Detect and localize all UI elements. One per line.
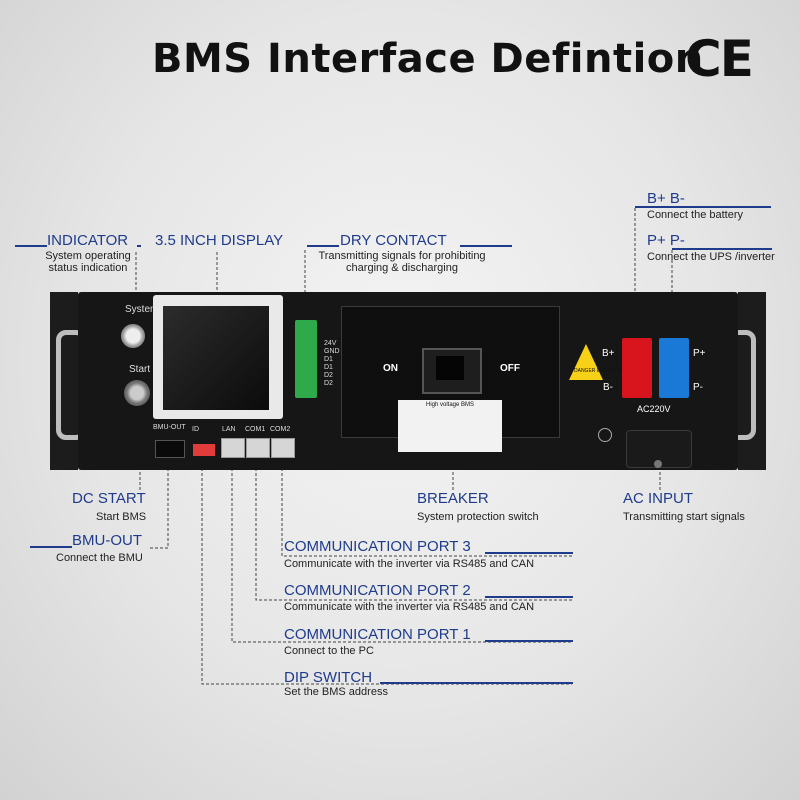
bmu-out-leader [150,458,169,549]
display-label: 3.5 INCH DISPLAY [155,232,284,249]
breaker-desc: System protection switch [417,511,539,523]
screw [654,460,662,468]
bmu-out-port[interactable] [155,440,185,458]
com2-port[interactable] [271,438,295,458]
dry-contact-pin-labels: 24V GND D1 D1 D2 D2 [324,340,340,388]
bplus-bminus-desc: Connect the battery [647,209,744,221]
bmu-out-label: BMU-OUT [72,532,142,549]
pin-label: 24V [324,340,337,347]
indicator-desc-line: System operating [45,250,131,262]
breaker-toggle[interactable] [436,356,464,380]
com3-desc: Communicate with the inverter via RS485 … [284,558,535,570]
bmu-out-desc: Connect the BMU [56,552,143,564]
pplus-pminus-label: P+ P- [647,232,685,249]
pin-label: D2 [324,380,333,387]
pplus-label: P+ [693,348,706,359]
com1-desc: Connect to the PC [284,645,374,657]
dry-contact-desc-line: Transmitting signals for prohibiting [318,250,486,262]
com2-desc: Communicate with the inverter via RS485 … [284,601,535,613]
dry-contact-label: DRY CONTACT [340,232,447,249]
dry-contact-bar [307,245,339,247]
com2-bar [485,596,573,598]
com3-label: COMMUNICATION PORT 3 [284,538,471,555]
lcd-screen [163,306,269,410]
dip-bar [380,682,573,684]
breaker-label: BREAKER [417,490,489,507]
ac-label: AC220V [637,404,671,414]
bplus-bar [635,206,771,208]
pplus-pminus-desc: Connect the UPS /inverter [647,251,775,263]
com1-leader [231,458,572,643]
breaker-nameplate: High voltage BMS [398,400,502,452]
dry-contact-desc-line: charging & discharging [346,262,458,274]
breaker-on-label: ON [383,363,398,374]
bplus-bminus-connector[interactable] [622,338,652,398]
lan-label: LAN [222,426,236,433]
pminus-label: P- [693,382,703,393]
pin-label: D1 [324,364,333,371]
bmu-out-bar [30,546,72,548]
com1-label: COM1 [245,426,266,433]
pin-label: D2 [324,372,333,379]
indicator-desc-line: status indication [48,262,128,274]
pin-label: GND [324,348,340,355]
com2-label: COM2 [270,426,291,433]
ac-input-label: AC INPUT [623,490,694,507]
com3-bar [485,552,573,554]
left-rack-ear [50,292,78,470]
dry-contact-terminal [295,320,317,398]
com1-port[interactable] [246,438,270,458]
start-button[interactable] [124,380,150,406]
dip-desc: Set the BMS address [284,686,388,698]
pplus-bar [672,248,772,250]
dry-contact-desc: Transmitting signals for prohibiting cha… [310,250,494,274]
com3-leader [281,458,572,557]
pplus-pminus-connector[interactable] [659,338,689,398]
ground-icon [598,428,612,442]
bmu-out-port-label: BMU-OUT [153,424,186,431]
breaker-off-label: OFF [500,363,520,374]
system-indicator-light [121,324,145,348]
dc-start-desc: Start BMS [96,511,147,523]
indicator-desc: System operating status indication [42,250,134,274]
ce-mark-logo: CE [685,30,754,88]
dip-leader [201,458,572,685]
system-label: System [125,304,159,315]
bplus-bminus-label: B+ B- [647,190,685,207]
page-title: BMS Interface Defintion [152,36,704,82]
dry-contact-bar-end [460,245,512,247]
com1-label: COMMUNICATION PORT 1 [284,626,471,643]
indicator-label: INDICATOR [47,232,129,249]
pin-label: D1 [324,356,333,363]
lan-port[interactable] [221,438,245,458]
bplus-label: B+ [602,348,615,359]
ac-input-desc: Transmitting start signals [623,511,745,523]
com2-label: COMMUNICATION PORT 2 [284,582,471,599]
dc-start-label: DC START [72,490,146,507]
com1-bar [485,640,573,642]
start-label: Start [129,364,151,375]
nameplate-title: High voltage BMS [425,402,475,408]
dip-id-label: ID [192,426,199,433]
indicator-bar-end [137,245,141,247]
dip-label: DIP SWITCH [284,669,373,686]
com2-leader [255,458,572,601]
dip-switch[interactable] [193,444,215,456]
bminus-label: B- [603,382,613,393]
warning-label: DANGER ELECTRIC [574,368,622,374]
indicator-bar [15,245,47,247]
